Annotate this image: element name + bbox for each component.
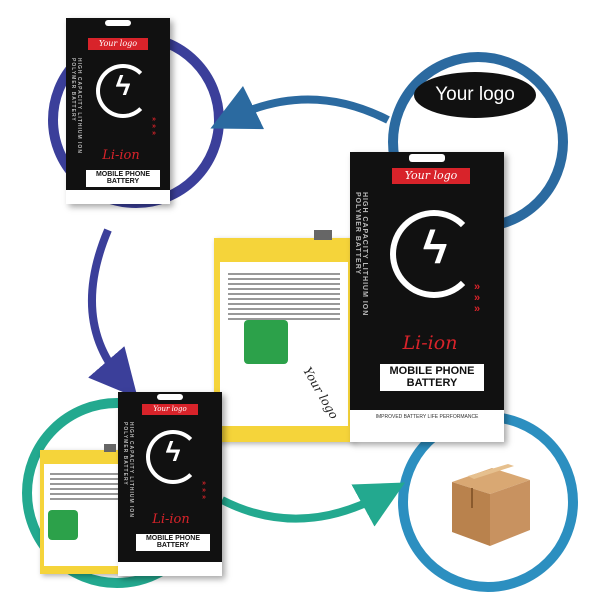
- spec-lines: [50, 470, 120, 503]
- package-box-right: Your logo HIGH CAPACITY LITHIUM ION POLY…: [350, 152, 504, 442]
- battery-large: Your logo: [214, 230, 354, 442]
- bolt-ring: [96, 64, 150, 118]
- battery-connector: [104, 444, 116, 452]
- logo-tag: Your logo: [142, 404, 198, 415]
- side-text: HIGH CAPACITY LITHIUM ION POLYMER BATTER…: [70, 58, 82, 154]
- bolt-ring: [146, 430, 200, 484]
- footer-text: IMPROVED BATTERY LIFE PERFORMANCE: [375, 414, 479, 420]
- lightning-bolt-icon: ϟ: [115, 70, 131, 101]
- chevron-icons: »»»: [474, 281, 481, 315]
- package-box-bottom-left: Your logo HIGH CAPACITY LITHIUM ION POLY…: [118, 392, 222, 576]
- logo-tag: Your logo: [88, 38, 148, 50]
- chevron-icons: »»»: [152, 116, 156, 137]
- bolt-ring: [390, 210, 478, 298]
- green-chip: [244, 320, 288, 364]
- chevron-icons: »»»: [202, 480, 206, 501]
- battery-connector: [314, 230, 332, 240]
- arrow-left: [88, 228, 138, 399]
- chemistry-label: Li-ion: [152, 512, 190, 527]
- package-box-top-left: Your logo HIGH CAPACITY LITHIUM ION POLY…: [66, 18, 170, 204]
- hang-hole: [157, 394, 183, 400]
- side-text: HIGH CAPACITY LITHIUM ION POLYMER BATTER…: [122, 422, 134, 518]
- lightning-bolt-icon: ϟ: [422, 221, 448, 273]
- chemistry-label: Li-ion: [102, 148, 140, 163]
- cardboard-box-icon: [452, 464, 530, 546]
- logo-badge: Your logo: [414, 72, 536, 118]
- chemistry-label: Li-ion: [402, 332, 458, 354]
- arrow-bottom: [220, 482, 406, 527]
- side-text: HIGH CAPACITY LITHIUM ION POLYMER BATTER…: [354, 192, 368, 317]
- spec-lines: [228, 270, 340, 323]
- hang-hole: [409, 154, 445, 162]
- hang-hole: [105, 20, 131, 26]
- box-footer: [118, 562, 222, 576]
- green-chip: [48, 510, 78, 540]
- battery-small: [40, 444, 130, 574]
- box-footer: [66, 190, 170, 204]
- lightning-bolt-icon: ϟ: [165, 436, 181, 467]
- logo-tag: Your logo: [392, 168, 470, 184]
- arrow-top: [210, 85, 390, 130]
- box-footer: [350, 410, 504, 442]
